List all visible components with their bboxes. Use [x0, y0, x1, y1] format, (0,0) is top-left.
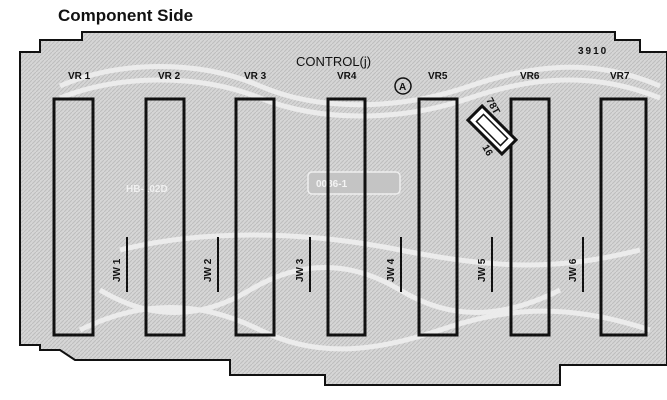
marker-circle — [394, 77, 412, 95]
jumper-label-4: JW 4 — [386, 258, 397, 282]
silkscreen-center-box — [307, 171, 401, 195]
vr-footprint-3 — [234, 97, 276, 337]
vr-label-7: VR7 — [610, 71, 630, 82]
diagram-title: Component Side — [58, 6, 194, 25]
marker-label: A — [399, 82, 406, 93]
jumper-label-1: JW 1 — [112, 258, 123, 282]
jumper-label-3: JW 3 — [295, 258, 306, 282]
vr-label-2: VR 2 — [158, 71, 181, 82]
board-outline — [19, 31, 667, 386]
vr-label-6: VR6 — [520, 71, 540, 82]
vr-footprint-4 — [326, 97, 367, 337]
vr-footprint-1 — [52, 97, 95, 337]
board-number: 3910 — [578, 46, 608, 57]
jumper-label-6: JW 6 — [568, 258, 579, 282]
jumper-label-2: JW 2 — [203, 258, 214, 282]
vr-footprint-6 — [509, 97, 551, 337]
jumper-label-5: JW 5 — [477, 258, 488, 282]
vr-footprint-2 — [144, 97, 186, 337]
trace-patterns — [59, 64, 661, 352]
vr-label-1: VR 1 — [68, 71, 91, 82]
component-bottom-label: 16 — [479, 143, 494, 159]
vr-label-4: VR4 — [337, 71, 357, 82]
vr-footprint-7 — [599, 97, 648, 337]
vr-footprint-5 — [417, 97, 459, 337]
vr-label-5: VR5 — [428, 71, 448, 82]
vr-label-3: VR 3 — [244, 71, 267, 82]
board-label: CONTROL(j) — [296, 54, 371, 69]
silkscreen-center-label: 0086-1 — [316, 179, 348, 190]
rotated-component — [465, 103, 519, 157]
